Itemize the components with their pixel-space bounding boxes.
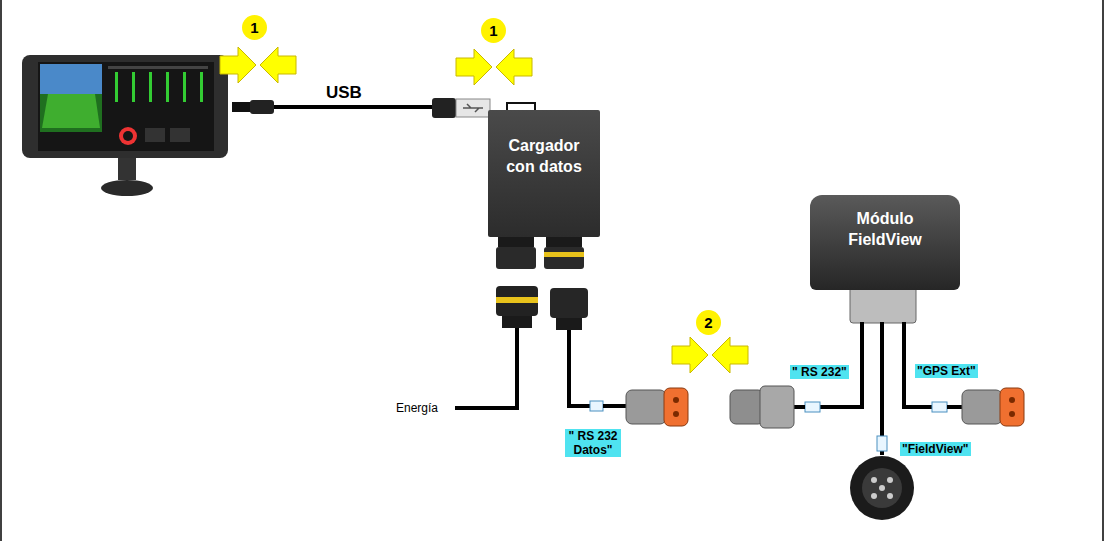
module-box: Módulo FieldView <box>810 195 960 290</box>
signal-label: "FieldView" <box>900 442 971 456</box>
callout-number: 2 <box>696 310 721 335</box>
signal-label: " RS 232 Datos" <box>565 429 621 457</box>
cable-label: USB <box>326 83 362 103</box>
charger-connectors <box>455 237 688 426</box>
pointer-arrow <box>220 47 256 83</box>
signal-label: "GPS Ext" <box>915 364 978 378</box>
pointer-arrow <box>672 337 708 373</box>
pointer-arrow <box>496 49 532 85</box>
node-text: Módulo FieldView <box>818 209 952 251</box>
pointer-arrow <box>456 49 492 85</box>
signal-label: " RS 232" <box>790 365 849 379</box>
callout-number: 1 <box>481 18 506 43</box>
module-cables <box>730 283 1024 520</box>
power-label: Energía <box>396 401 438 415</box>
callout-number: 1 <box>242 15 267 40</box>
pointer-arrow <box>260 47 296 83</box>
frame-line <box>1102 0 1104 541</box>
pointer-arrow <box>712 337 748 373</box>
charger-box: Cargador con datos <box>488 110 600 237</box>
tablet <box>22 55 228 196</box>
node-text: Cargador con datos <box>496 136 592 178</box>
frame-line <box>0 0 2 541</box>
